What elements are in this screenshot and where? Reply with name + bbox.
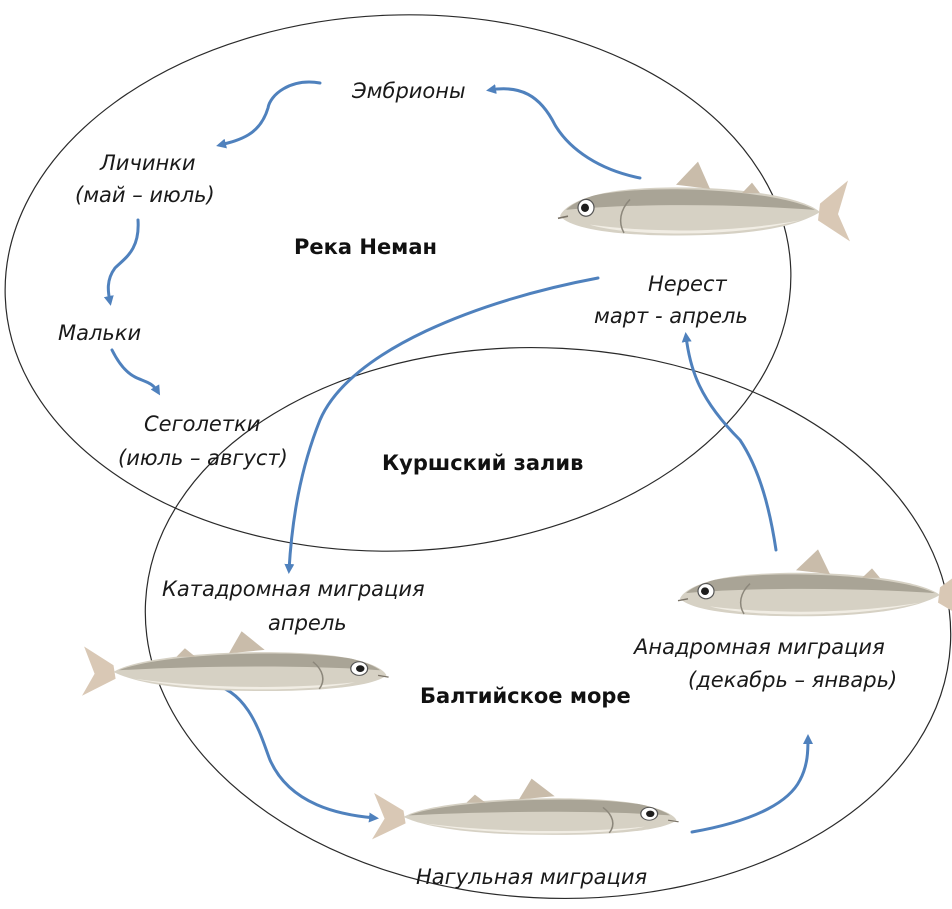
stage-fry-label: Мальки — [58, 320, 141, 346]
arrow-embryos-to-larvae — [220, 82, 320, 145]
stage-spawning-period: март - апрель — [594, 303, 748, 329]
arrow-fry-to-yearlings — [112, 350, 158, 392]
stage-larvae-period: (май – июль) — [75, 182, 215, 208]
stage-anadromous-period: (декабрь – январь) — [688, 667, 897, 693]
smelt-fish-illustration — [558, 162, 850, 242]
stage-yearlings-period: (июль – август) — [118, 445, 288, 471]
zone-sea-label: Балтийское море — [420, 684, 631, 708]
stage-embryos-label: Эмбрионы — [352, 78, 466, 104]
stage-feeding-label: Нагульная миграция — [416, 864, 647, 890]
smelt-fish-illustration — [678, 549, 952, 621]
arrow-to-spawning — [686, 336, 776, 550]
arrow-spawn-to-embryos — [490, 89, 640, 178]
arrow-to-feeding — [210, 684, 375, 818]
zone-lagoon-label: Куршский залив — [382, 451, 583, 475]
stage-catadromous-period: апрель — [268, 610, 347, 636]
arrow-catadromous-migration — [289, 278, 598, 570]
smelt-fish-illustration — [372, 779, 679, 840]
stage-anadromous-label: Анадромная миграция — [634, 634, 885, 660]
arrow-larvae-to-fry — [108, 220, 138, 302]
arrow-to-anadromous — [692, 738, 808, 832]
zone-river-label: Река Неман — [294, 235, 437, 259]
smelt-fish-illustration — [82, 631, 389, 696]
stage-spawning-label: Нерест — [648, 271, 727, 297]
stage-catadromous-label: Катадромная миграция — [162, 576, 425, 602]
stage-yearlings-label: Сеголетки — [144, 411, 260, 437]
stage-larvae-label: Личинки — [100, 150, 196, 176]
